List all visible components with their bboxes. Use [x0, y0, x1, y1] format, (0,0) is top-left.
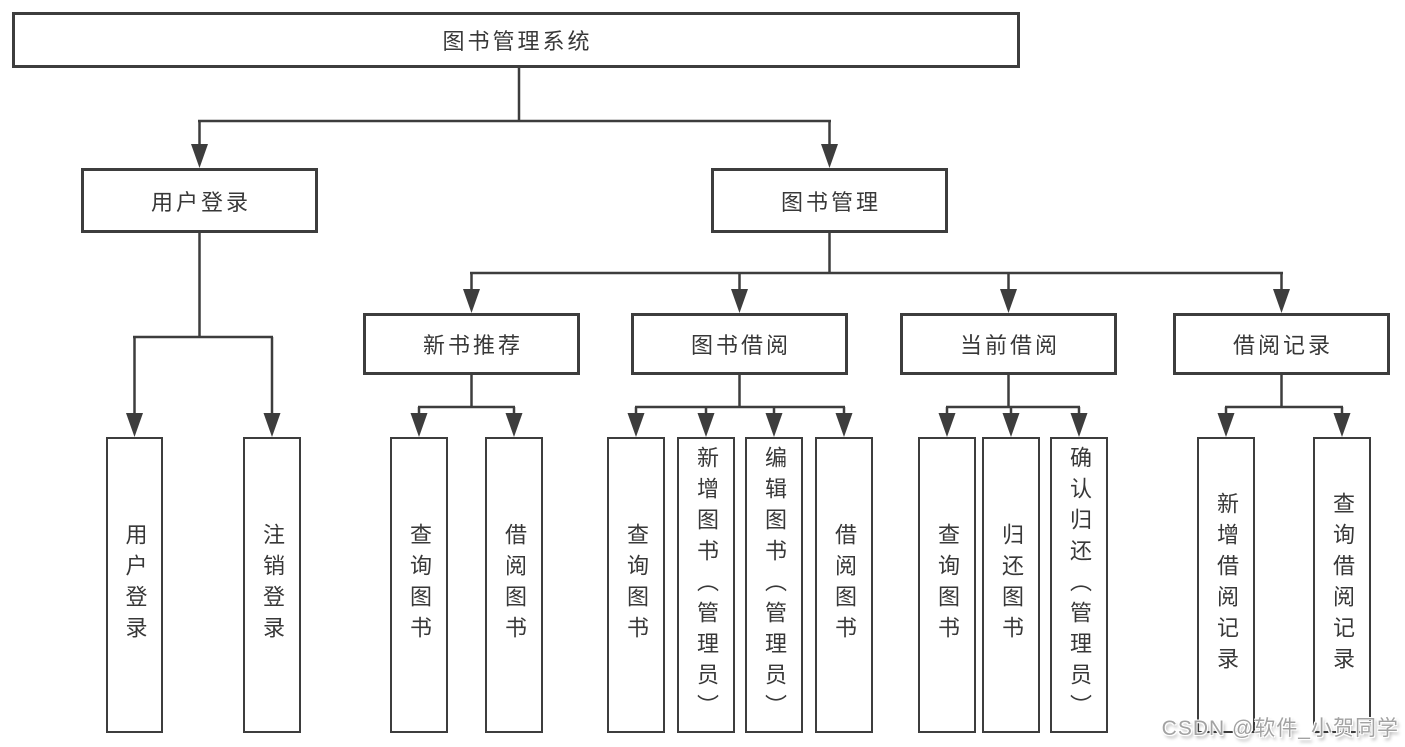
node-label: 借阅图书 — [502, 523, 527, 647]
node-label: 查询图书 — [935, 523, 960, 647]
node-label: 图书管理 — [780, 189, 881, 215]
node-new-book-recommend: 新书推荐 — [363, 313, 580, 375]
connector-userlogin-to-leaves — [126, 233, 281, 437]
node-label: 查询图书 — [407, 523, 432, 647]
node-label: 注销登录 — [260, 523, 285, 647]
leaf-confirm-return-admin: 确认归还（管理员） — [1050, 437, 1108, 733]
node-label: 借阅记录 — [1232, 333, 1333, 358]
node-book-management: 图书管理 — [711, 168, 948, 233]
leaf-borrow-books-recommend: 借阅图书 — [485, 437, 543, 733]
leaf-query-books-borrow: 查询图书 — [607, 437, 665, 733]
csdn-watermark: CSDN @软件_小贺同学 — [1161, 717, 1399, 740]
leaf-add-books-admin: 新增图书（管理员） — [677, 437, 735, 733]
node-label: 用户登录 — [122, 523, 148, 647]
node-label: 新增借阅记录 — [1214, 492, 1239, 678]
leaf-query-books-recommend: 查询图书 — [390, 437, 448, 733]
leaf-query-books-current: 查询图书 — [918, 437, 976, 733]
node-label: 编辑图书（管理员） — [762, 445, 787, 725]
leaf-borrow-books: 借阅图书 — [815, 437, 873, 733]
node-label: 归还图书 — [999, 523, 1024, 647]
node-label: 当前借阅 — [959, 333, 1060, 358]
node-label: 确认归还（管理员） — [1067, 445, 1092, 725]
node-borrow-records: 借阅记录 — [1173, 313, 1390, 375]
node-book-borrow: 图书借阅 — [631, 313, 848, 375]
node-current-borrow: 当前借阅 — [900, 313, 1117, 375]
leaf-user-login: 用户登录 — [106, 437, 163, 733]
leaf-edit-books-admin: 编辑图书（管理员） — [745, 437, 803, 733]
node-user-login: 用户登录 — [81, 168, 318, 233]
connector-bookmgmt-to-level3 — [463, 233, 1290, 313]
connector-root-to-level2 — [191, 68, 838, 168]
node-label: 查询图书 — [624, 523, 649, 647]
connector-bookborrow-to-leaves — [627, 375, 853, 437]
node-library-system: 图书管理系统 — [12, 12, 1020, 68]
node-label: 借阅图书 — [832, 523, 857, 647]
node-label: 用户登录 — [150, 189, 251, 215]
leaf-return-books: 归还图书 — [982, 437, 1040, 733]
node-label: 查询借阅记录 — [1330, 492, 1355, 678]
leaf-add-borrow-record: 新增借阅记录 — [1197, 437, 1255, 733]
leaf-logout: 注销登录 — [243, 437, 301, 733]
node-label: 图书管理系统 — [442, 29, 593, 54]
node-label: 图书借阅 — [690, 333, 791, 358]
node-label: 新书推荐 — [422, 333, 523, 358]
leaf-query-borrow-record: 查询借阅记录 — [1313, 437, 1371, 733]
connector-newbook-to-leaves — [410, 375, 523, 437]
node-label: 新增图书（管理员） — [694, 445, 719, 725]
connector-records-to-leaves — [1217, 375, 1351, 437]
connector-currentborrow-to-leaves — [938, 375, 1088, 437]
